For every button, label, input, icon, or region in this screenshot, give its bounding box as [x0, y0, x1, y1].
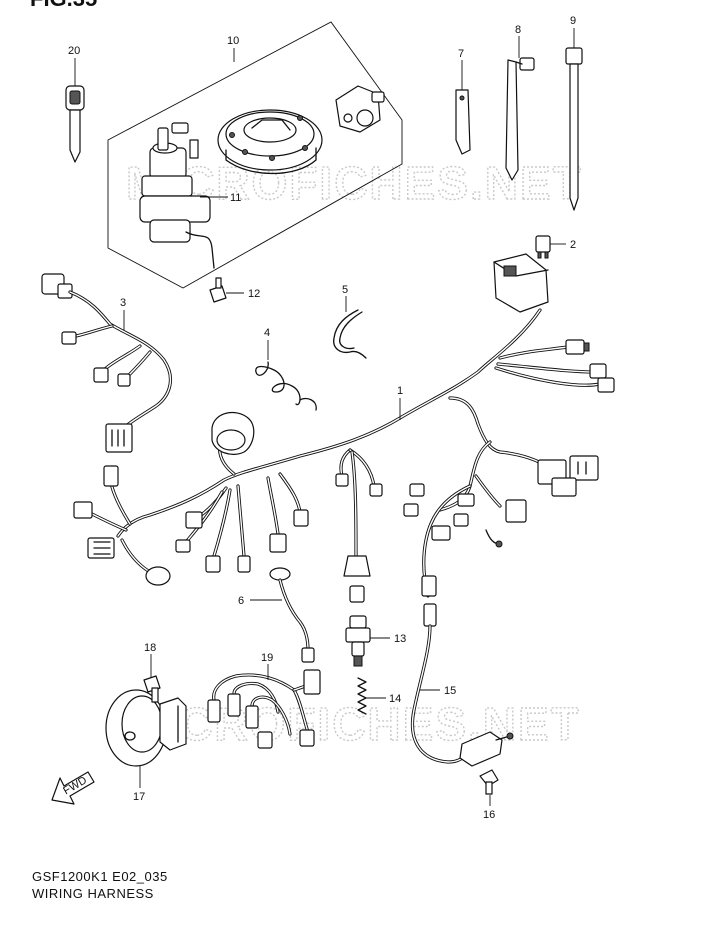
seat-lock — [335, 85, 385, 133]
relay-block — [493, 253, 549, 313]
callout-17: 17 — [133, 791, 145, 803]
callout-5: 5 — [342, 284, 348, 296]
bolt-16 — [479, 769, 499, 795]
lead-15 — [410, 575, 514, 767]
switch-13 — [345, 615, 371, 667]
callout-15: 15 — [444, 685, 456, 697]
tie-9 — [565, 47, 583, 211]
sub-harness-3 — [41, 273, 173, 453]
callout-16: 16 — [483, 809, 495, 821]
lead-6 — [269, 567, 315, 663]
horn-17 — [105, 689, 187, 767]
fwd-label: FWD — [61, 774, 89, 797]
tie-8 — [505, 57, 535, 181]
harness-connectors — [73, 339, 615, 603]
spring-14 — [357, 677, 367, 715]
lock-set-box — [107, 21, 403, 289]
fuse-2 — [535, 235, 551, 259]
callout-4: 4 — [264, 327, 270, 339]
bolt-18 — [143, 675, 161, 703]
callout-20: 20 — [68, 45, 80, 57]
lead-19 — [207, 669, 321, 749]
caption-title: WIRING HARNESS — [32, 886, 154, 901]
callout-19: 19 — [261, 652, 273, 664]
callout-3: 3 — [120, 297, 126, 309]
clamp-4 — [255, 361, 317, 411]
key — [65, 85, 85, 163]
clamp-5 — [333, 309, 367, 359]
callout-8: 8 — [515, 24, 521, 36]
callout-12: 12 — [248, 288, 260, 300]
watermark-bottom: MICROFICHES.NET — [124, 698, 581, 750]
ignition-switch — [139, 122, 215, 269]
callout-6: 6 — [238, 595, 244, 607]
caption-code: GSF1200K1 E02_035 — [32, 869, 168, 884]
callout-2: 2 — [570, 239, 576, 251]
callout-7: 7 — [458, 48, 464, 60]
callout-numbers: 1 2 3 4 5 6 7 8 9 10 11 12 13 14 15 16 1… — [68, 15, 576, 821]
callout-14: 14 — [389, 693, 401, 705]
fwd-arrow-icon: FWD — [51, 771, 95, 805]
clamp-7 — [455, 89, 471, 155]
fuel-cap — [217, 109, 323, 175]
bolt-12 — [209, 277, 227, 303]
callout-13: 13 — [394, 633, 406, 645]
callout-1: 1 — [397, 385, 403, 397]
figure-label: FIG.35 — [30, 0, 97, 12]
callout-11: 11 — [230, 192, 241, 204]
headlight-boot — [211, 411, 255, 455]
callout-leaders — [74, 28, 575, 806]
callout-9: 9 — [570, 15, 576, 27]
callout-10: 10 — [227, 35, 239, 47]
callout-18: 18 — [144, 642, 156, 654]
